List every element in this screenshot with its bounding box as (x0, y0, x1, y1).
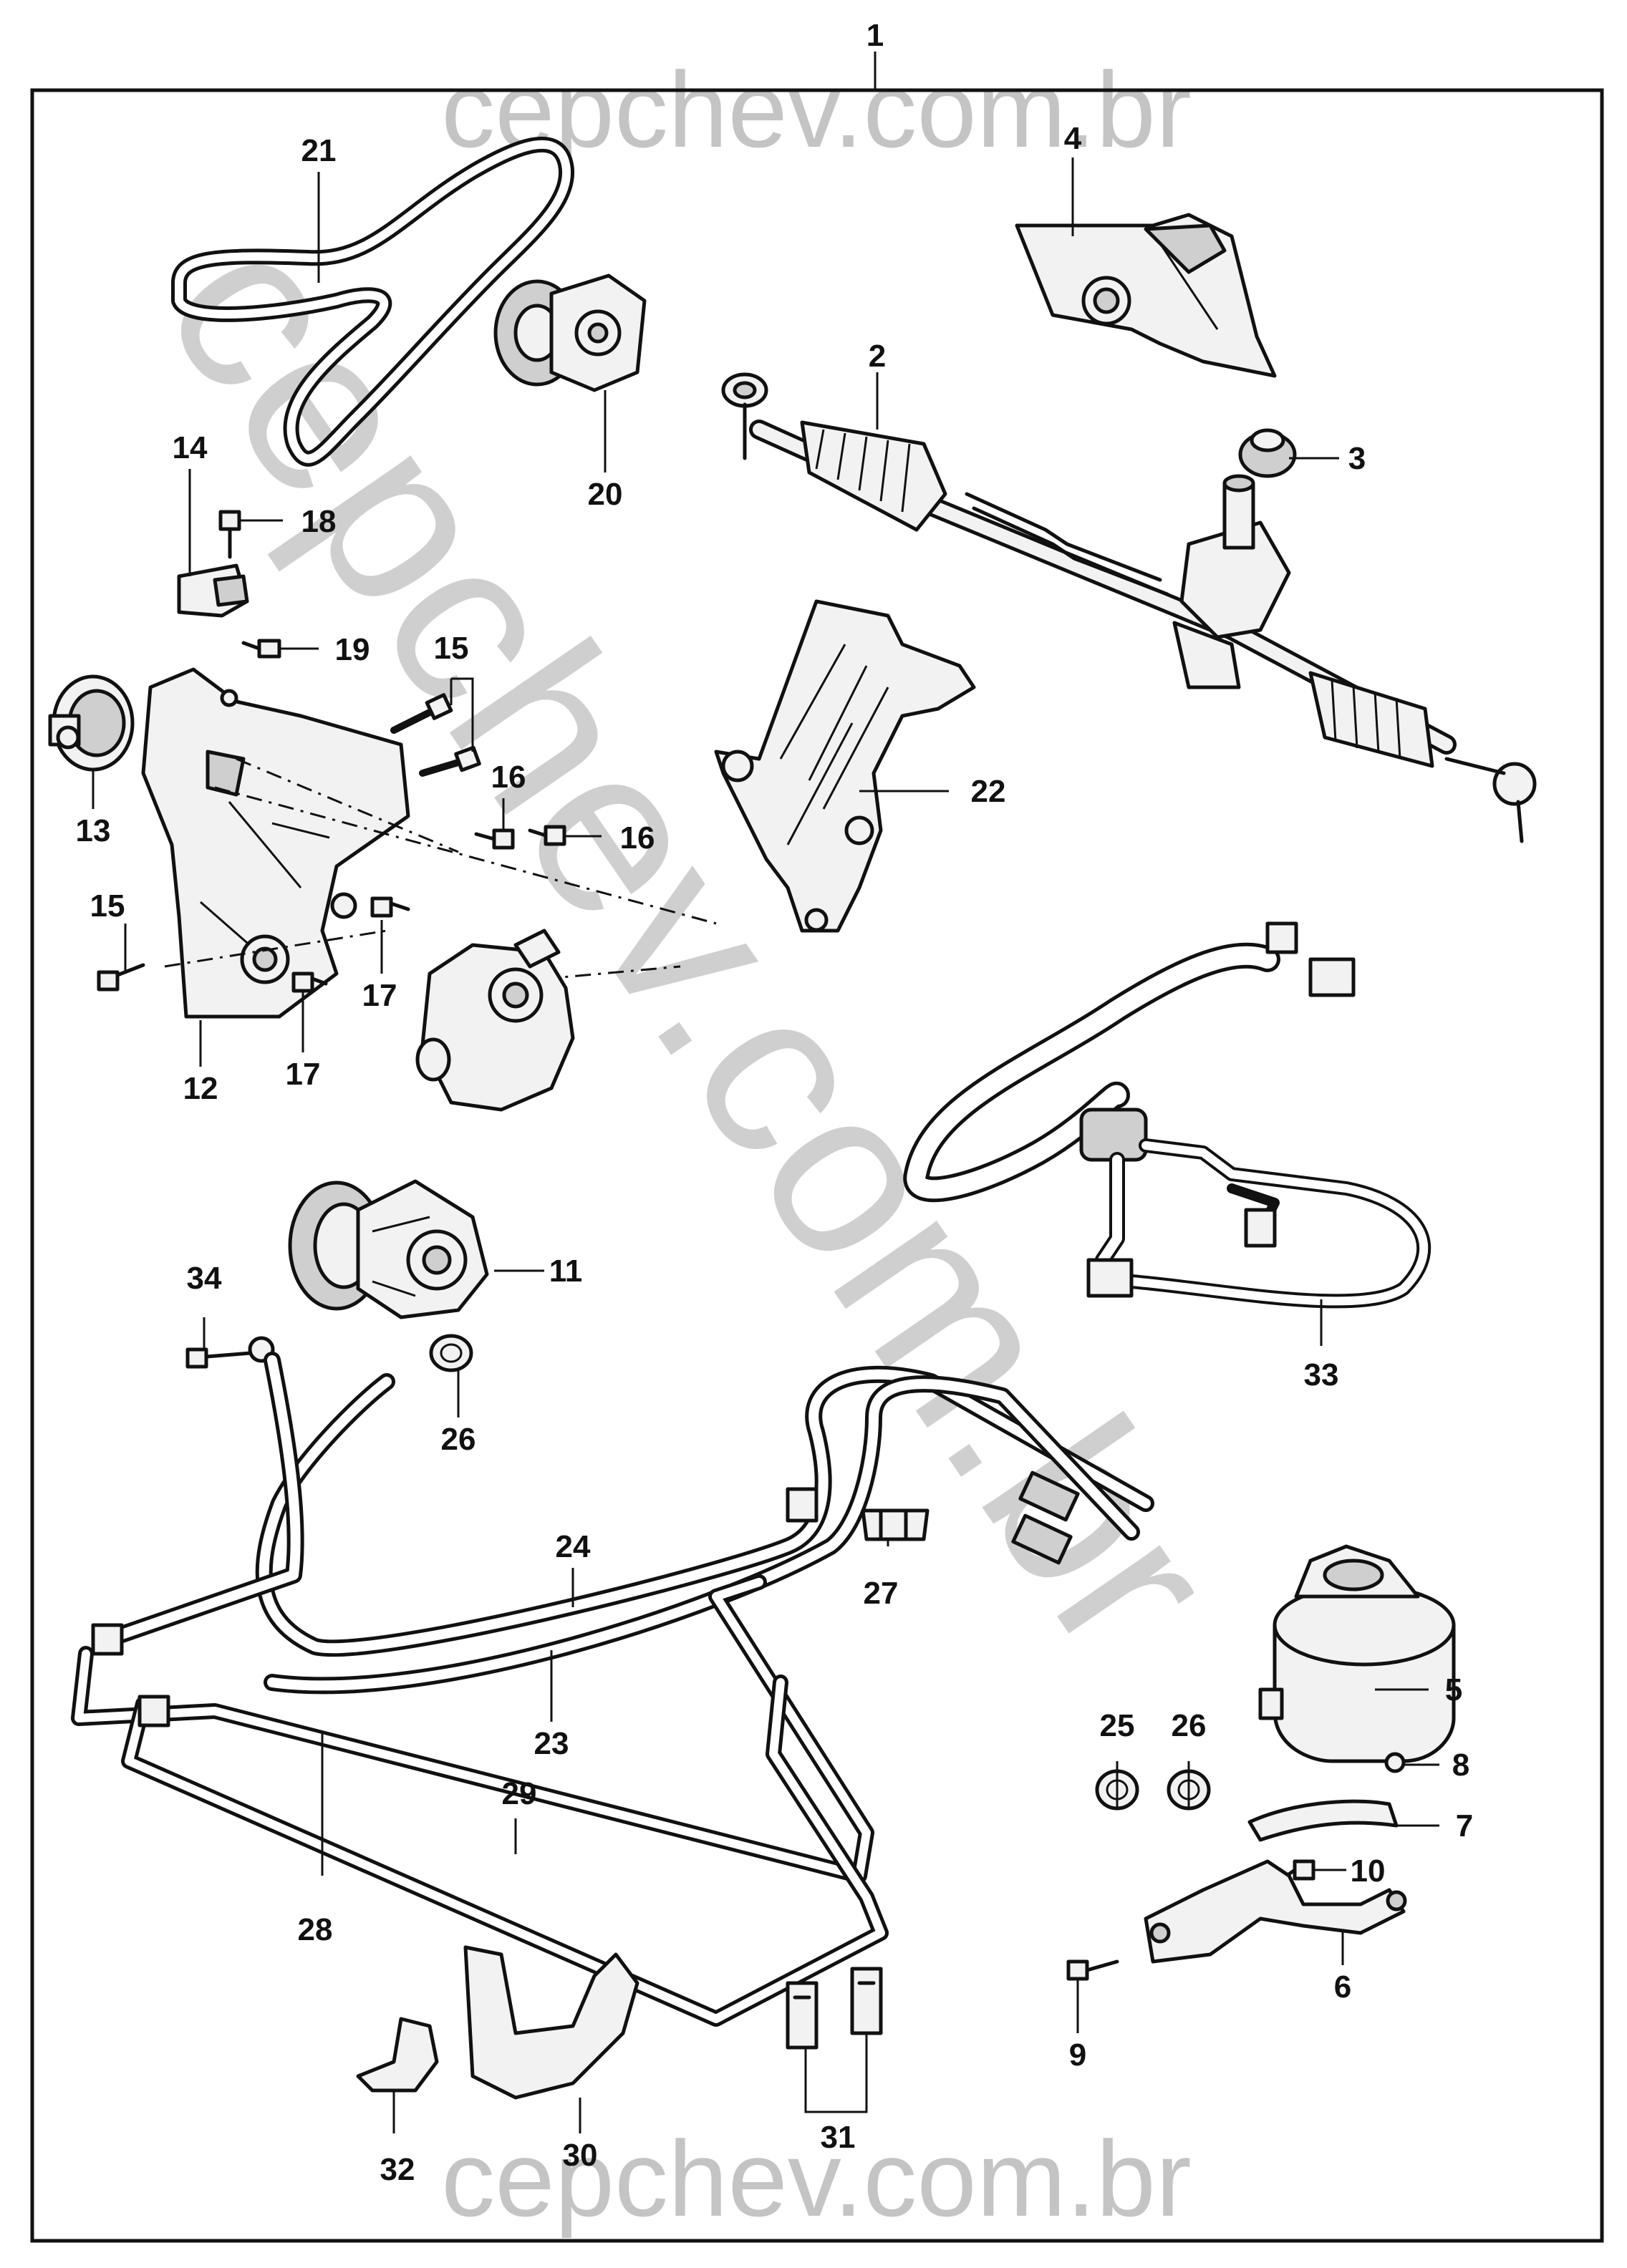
return-tube-24 (255, 1365, 1154, 1657)
reservoir-bracket (1144, 1859, 1407, 1964)
callout-29: 29 (502, 1776, 537, 1811)
bolt-15b (419, 745, 481, 777)
tube-clip-27 (861, 1508, 930, 1541)
callout-27: 27 (864, 1576, 899, 1611)
screw-8 (1384, 1752, 1406, 1773)
bolt-34 (185, 1336, 275, 1369)
bolt-19 (241, 639, 281, 659)
callout-5: 5 (1445, 1672, 1462, 1707)
fluid-reservoir (1258, 1544, 1456, 1763)
callout-25: 25 (1100, 1708, 1135, 1743)
pressure-tube-23 (99, 1352, 1140, 1695)
power-steering-pump (415, 929, 575, 1112)
callout-17a: 17 (362, 978, 397, 1013)
bolt-17a (370, 896, 410, 918)
callout-1: 1 (866, 18, 884, 53)
tube-fittings (91, 1470, 1080, 1727)
tube-clip-32 (356, 2017, 439, 2093)
callout-24: 24 (556, 1529, 591, 1564)
bolt-9 (1066, 1959, 1119, 1981)
callout-31: 31 (821, 2120, 856, 2155)
callout-30: 30 (563, 2138, 598, 2173)
bolt-16a (474, 828, 515, 850)
callout-10: 10 (1351, 1853, 1386, 1889)
callout-11: 11 (549, 1254, 583, 1289)
callout-15b: 15 (90, 888, 125, 924)
watermark-footer: cepchev.com.br (441, 2118, 1192, 2239)
grommet (1238, 428, 1297, 478)
callout-16b: 16 (620, 820, 655, 856)
callout-19: 19 (335, 632, 370, 667)
callout-8: 8 (1452, 1748, 1469, 1783)
pump-bracket (141, 667, 410, 1019)
cooler-tube-28 (121, 1675, 889, 2027)
clamp-26a (429, 1334, 473, 1372)
cover-plate (1015, 213, 1277, 378)
callout-16a: 16 (491, 760, 526, 795)
bolt-15a (390, 693, 453, 734)
callout-23: 23 (534, 1726, 569, 1761)
callout-34: 34 (187, 1261, 222, 1296)
callout-labels: 1 2 3 4 5 6 7 8 9 10 11 12 13 14 15 15 1… (76, 18, 1474, 2187)
callout-leaders (92, 158, 1439, 2133)
callout-32: 32 (380, 2152, 415, 2187)
callout-33: 33 (1304, 1357, 1339, 1392)
drive-belt (171, 136, 575, 467)
mounting-bracket (714, 599, 976, 933)
callout-26a: 26 (1172, 1708, 1207, 1743)
callout-20: 20 (588, 477, 623, 512)
reservoir-strap (1247, 1799, 1399, 1842)
callout-4: 4 (1064, 121, 1082, 156)
callout-15a: 15 (434, 631, 469, 666)
callout-9: 9 (1069, 2037, 1086, 2073)
callout-6: 6 (1334, 1969, 1351, 2005)
pump-assembly (288, 1179, 489, 1319)
steering-rack (721, 372, 1537, 843)
idler-pulley (48, 674, 135, 772)
callout-22: 22 (971, 774, 1006, 809)
bolt-16b (528, 825, 566, 846)
diagram-frame (30, 88, 1604, 2243)
pressure-hose (903, 921, 1432, 1309)
callout-26b: 26 (441, 1422, 476, 1457)
clip-14 (177, 563, 249, 618)
callout-21: 21 (301, 133, 337, 168)
callout-14: 14 (173, 430, 208, 465)
callout-18: 18 (301, 504, 337, 539)
bolt-17b (291, 971, 328, 993)
heat-shield (463, 1945, 639, 2100)
callout-13: 13 (76, 813, 111, 848)
callout-7: 7 (1456, 1808, 1473, 1843)
callout-2: 2 (869, 339, 886, 374)
belt-tensioner (493, 273, 647, 392)
callout-17b: 17 (286, 1057, 321, 1092)
callout-28: 28 (298, 1912, 333, 1947)
bolt-15c (97, 963, 145, 992)
bolt-18 (218, 510, 241, 559)
callout-12: 12 (183, 1071, 218, 1106)
callout-3: 3 (1348, 441, 1366, 476)
